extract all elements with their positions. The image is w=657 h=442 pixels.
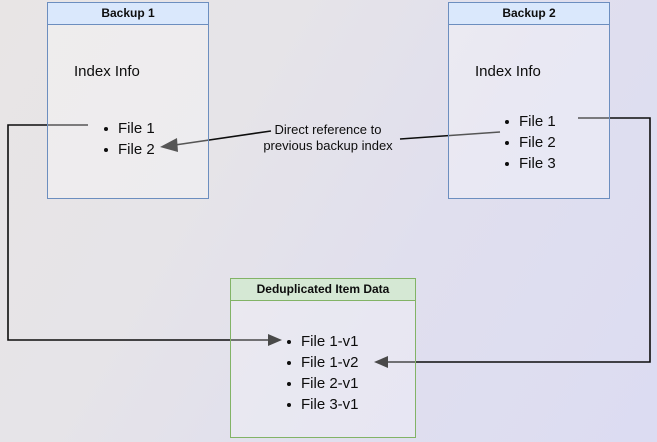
backup-2-file-list: File 1 File 2 File 3: [489, 111, 556, 174]
list-item: File 1: [104, 118, 155, 139]
dedup-file-list: File 1-v1 File 1-v2 File 2-v1 File 3-v1: [271, 331, 359, 415]
list-item: File 3: [505, 153, 556, 174]
list-item: File 2-v1: [287, 373, 359, 394]
backup-1-subtitle: Index Info: [74, 63, 140, 80]
backup-2-subtitle: Index Info: [475, 63, 541, 80]
node-backup-2-header: Backup 2: [449, 3, 609, 25]
node-deduplicated-body: File 1-v1 File 1-v2 File 2-v1 File 3-v1: [231, 301, 415, 437]
node-backup-1-header: Backup 1: [48, 3, 208, 25]
list-item: File 3-v1: [287, 394, 359, 415]
list-item: File 1: [505, 111, 556, 132]
node-backup-1-body: Index Info File 1 File 2: [48, 25, 208, 198]
node-deduplicated-item-data[interactable]: Deduplicated Item Data File 1-v1 File 1-…: [230, 278, 416, 438]
list-item: File 1-v2: [287, 352, 359, 373]
node-backup-2[interactable]: Backup 2 Index Info File 1 File 2 File 3: [448, 2, 610, 199]
node-backup-2-body: Index Info File 1 File 2 File 3: [449, 25, 609, 198]
list-item: File 2: [505, 132, 556, 153]
backup-1-file-list: File 1 File 2: [88, 118, 155, 160]
list-item: File 1-v1: [287, 331, 359, 352]
node-deduplicated-header: Deduplicated Item Data: [231, 279, 415, 301]
node-backup-1[interactable]: Backup 1 Index Info File 1 File 2: [47, 2, 209, 199]
edge-label-direct-reference: Direct reference to previous backup inde…: [263, 122, 393, 153]
list-item: File 2: [104, 139, 155, 160]
